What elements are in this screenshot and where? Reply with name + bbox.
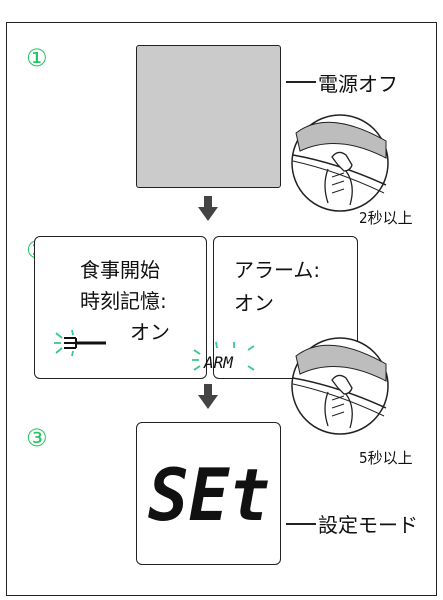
step-number-3: ③ bbox=[26, 424, 48, 452]
step-number-1: ① bbox=[26, 44, 48, 72]
arm-display-icon: ARM bbox=[192, 341, 255, 372]
arrow-down-icon-1 bbox=[198, 196, 218, 221]
arrow-down-icon-2 bbox=[198, 384, 218, 409]
alarm-line1: アラーム: bbox=[234, 258, 321, 282]
power-off-label: 電源オフ bbox=[318, 72, 398, 96]
meal-start-line2: 時刻記憶: bbox=[80, 289, 167, 313]
hand-press-icon-2 bbox=[291, 337, 389, 435]
setting-mode-callout-line bbox=[286, 523, 316, 525]
arm-display-text: ARM bbox=[203, 353, 234, 372]
setting-mode-label: 設定モード bbox=[318, 513, 418, 537]
lcd-off-display bbox=[136, 45, 281, 188]
power-off-callout-line bbox=[286, 81, 316, 83]
fork-icon bbox=[54, 329, 106, 357]
meal-start-line1: 食事開始 bbox=[80, 258, 160, 282]
set-mode-display bbox=[136, 422, 281, 565]
alarm-panel bbox=[213, 236, 358, 379]
meal-start-line3: オン bbox=[130, 320, 170, 344]
two-seconds-label: 2秒以上 bbox=[359, 209, 413, 227]
alarm-line2: オン bbox=[234, 291, 274, 315]
set-display-icon: SEt bbox=[148, 453, 270, 537]
meal-time-panel bbox=[34, 236, 207, 379]
hand-press-icon-1 bbox=[291, 114, 389, 212]
set-display-text: SEt bbox=[148, 453, 270, 537]
five-seconds-label: 5秒以上 bbox=[359, 449, 413, 467]
